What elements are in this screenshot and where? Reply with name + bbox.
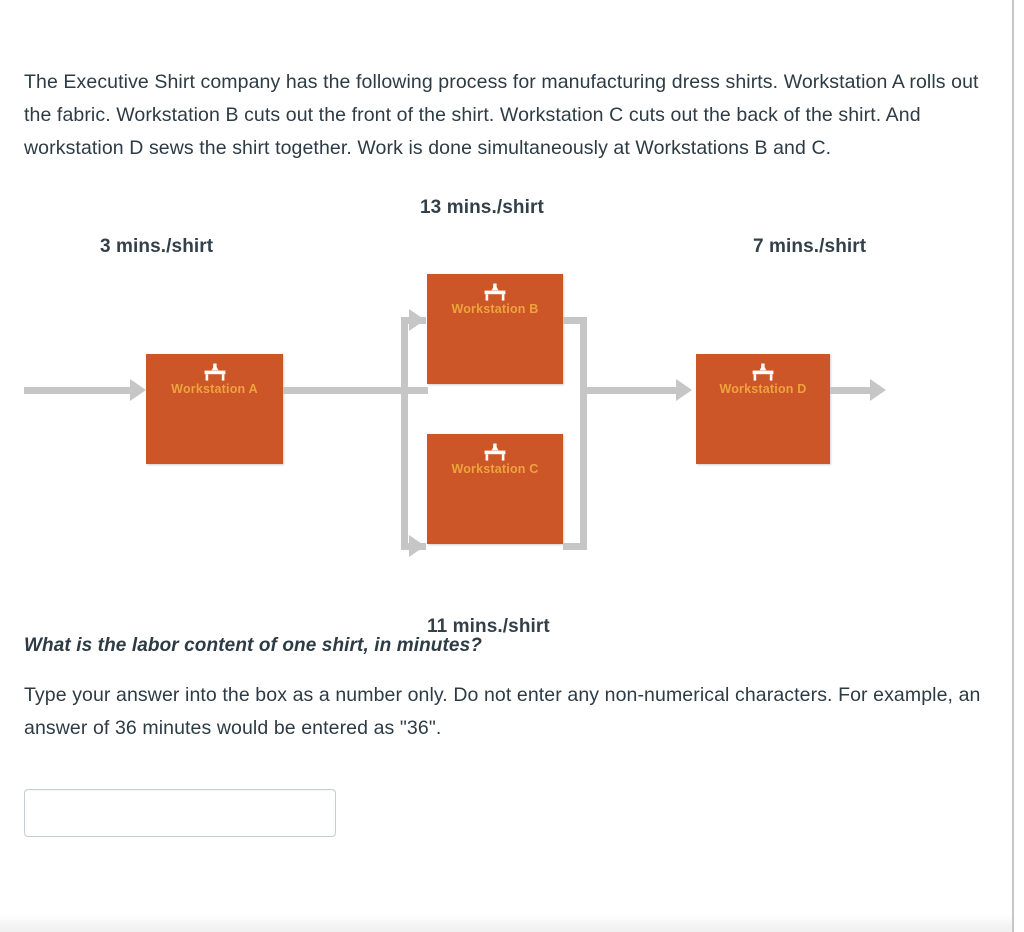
arrow-head-split-to-c (409, 535, 425, 557)
question-prompt: What is the labor content of one shirt, … (24, 635, 482, 656)
workstation-b-box: Workstation B (427, 274, 563, 384)
workstation-b-label: Workstation B (451, 302, 539, 316)
workstation-desk-icon (204, 363, 225, 381)
workstation-a-box: Workstation A (146, 354, 283, 464)
connector-input-to-a (24, 387, 130, 394)
answer-field-container (24, 789, 988, 837)
process-flow-diagram: 3 mins./shirt 13 mins./shirt 11 mins./sh… (24, 184, 996, 637)
connector-c-to-merge (563, 543, 587, 550)
workstation-desk-icon (484, 443, 506, 461)
workstation-desk-icon (752, 363, 774, 381)
connector-split-bus (401, 317, 408, 550)
workstation-c-box: Workstation C (427, 434, 563, 544)
workstation-c-label: Workstation C (451, 462, 539, 476)
connector-b-to-merge (563, 317, 587, 324)
page-footer-band (0, 914, 1012, 932)
problem-statement: The Executive Shirt company has the foll… (24, 70, 979, 159)
arrow-head-split-to-b (409, 309, 425, 331)
time-label-workstation-c: 11 mins./shirt (427, 616, 550, 637)
arrow-head-merge-to-d (676, 379, 692, 401)
question-content: The Executive Shirt company has the foll… (24, 70, 996, 837)
connector-merge-bus (580, 317, 587, 550)
time-label-workstation-d: 7 mins./shirt (753, 236, 867, 257)
answer-instructions: Type your answer into the box as a numbe… (24, 684, 981, 739)
time-label-workstation-b: 13 mins./shirt (420, 197, 544, 218)
connector-merge-to-d (580, 387, 676, 394)
workstation-a-label: Workstation A (171, 382, 258, 396)
connector-d-to-output (830, 387, 870, 394)
workstation-d-box: Workstation D (696, 354, 830, 464)
arrow-head-d-to-output (870, 379, 886, 401)
arrow-head-input-to-a (130, 379, 146, 401)
workstation-d-label: Workstation D (719, 382, 807, 396)
answer-input[interactable] (24, 789, 336, 837)
time-label-workstation-a: 3 mins./shirt (100, 236, 214, 257)
connector-a-to-split (283, 387, 428, 394)
workstation-desk-icon (484, 283, 506, 301)
